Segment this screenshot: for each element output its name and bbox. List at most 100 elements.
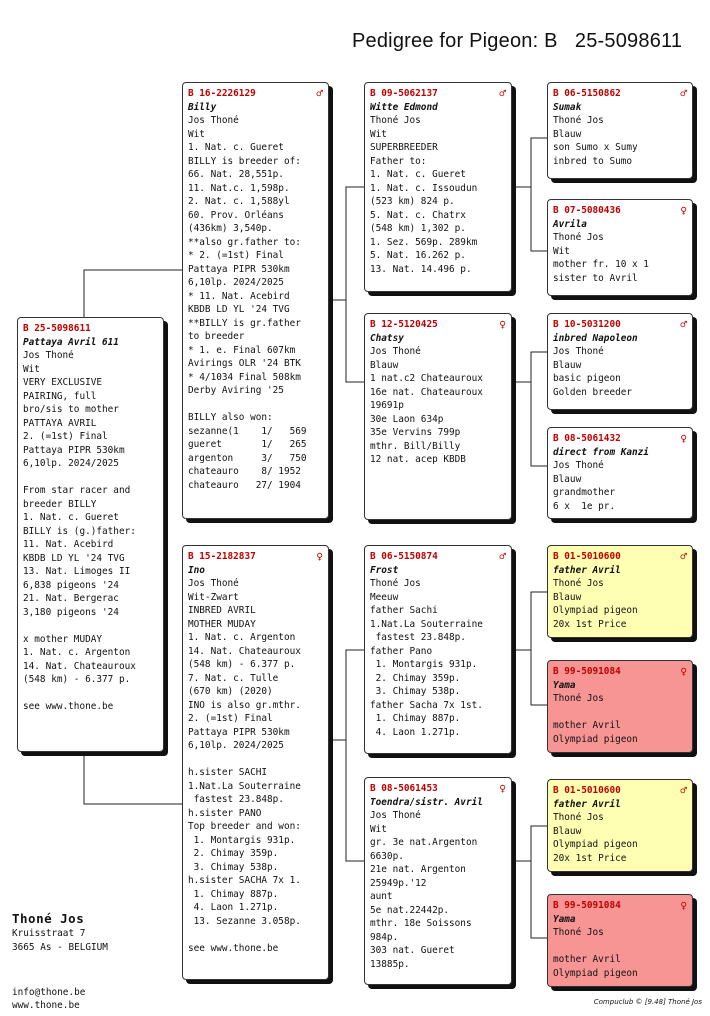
pigeon-detail-line: 2. Nat. c. 1,588yl [188,196,290,207]
pigeon-detail-line: MOTHER MUDAY [188,618,256,630]
pigeon-detail-line: h.sister SACHA 7x 1. [188,875,301,886]
pigeon-detail-line: 6,838 pigeons '24 [23,579,119,591]
pigeon-detail-line [23,687,158,701]
pigeon-detail-line: sister to Avril [553,272,638,284]
pigeon-detail-line [188,753,323,767]
pigeon-detail-line: Pattaya PIPR 530km [23,444,125,456]
pigeon-detail-line: 3. Chimay 538p. [188,861,279,873]
ring-number: B 25-5098611 [23,323,91,334]
pigeon-detail-line: Olympiad pigeon [553,967,638,979]
pigeon-detail-line: aunt [370,891,393,902]
pigeon-detail-line: Wit-Zwart [188,591,239,603]
pigeon-detail-line: mother Avril [553,720,621,731]
pigeon-detail-line: 1. Chimay 887p. [370,713,461,724]
pigeon-detail-line: Derby Aviring '25 [188,385,284,396]
ring-number: B 10-5031200 [553,319,621,330]
pigeon-name: father Avril [553,798,621,810]
pigeon-detail-line: 2. Chimay 359p. [188,848,279,859]
ring-row: B 01-5010600♂ [553,784,687,798]
ring-number: B 06-5150862 [553,88,621,99]
pigeon-detail-line: (548 km) - 6.377 p. [188,659,296,670]
ring-row: B 99-5091084♀ [553,899,687,913]
pigeon-detail-line: From star racer and [23,485,131,496]
pigeon-detail-line: 13. Nat. 14.496 p. [370,263,472,275]
pigeon-detail-line: BILLY is (g.)father: [23,525,136,537]
pigeon-detail-line: 303 nat. Gueret [370,945,455,956]
ring-number: B 08-5061453 [370,783,438,794]
pigeon-detail-line: 1. Sez. 569p. 289km [370,236,478,248]
pigeon-detail-line: 1. Nat. c. Gueret [188,142,284,153]
pigeon-detail-line: Blauw [553,359,582,371]
pigeon-detail-line: Pattaya PIPR 530km [188,726,290,738]
pigeon-detail-line: Wit [370,823,387,835]
pigeon-detail-line: father Sachi [370,605,438,616]
pigeon-name: Witte Edmond [370,101,438,113]
pigeon-detail-line: Jos Thoné [370,346,421,357]
pigeon-detail-line: 5. Nat. 16.262 p. [370,250,466,261]
owner-website[interactable]: www.thone.be [12,1000,80,1011]
pigeon-detail-line: Avirings OLR '24 BTK [188,358,301,369]
pigeon-name: father Avril [553,564,621,576]
pigeon-detail-line: Jos Thoné [188,115,239,126]
female-sex-icon: ♀ [499,782,506,795]
pigeon-detail-line: Thoné Jos [553,115,604,126]
male-sex-icon: ♂ [499,550,506,563]
subject-pigeon-card[interactable]: B 25-5098611 Pattaya Avril 611 Jos Thoné… [17,317,164,752]
pigeon-detail-line: Olympiad pigeon [553,839,638,850]
owner-street: Kruisstraat 7 [12,928,86,939]
pigeon-name: inbred Napoleon [553,332,638,344]
pigeon-detail-line: 1.Nat.La Souterraine [188,780,301,792]
pigeon-detail-line: INBRED AVRIL [188,605,256,616]
pigeon-name: Pattaya Avril 611 [23,336,119,348]
pigeon-detail-line: Blauw [553,473,582,485]
pigeon-detail-line: 1. Nat. c. Gueret [370,169,466,180]
pigeon-detail-line: 6630p. [370,850,404,862]
pigeon-detail-line: 11. Nat.c. 1,598p. [188,182,290,194]
pigeon-detail-line: 1. Chimay 887p. [188,888,279,900]
pigeon-detail-line: Blauw [553,128,582,140]
pigeon-detail-line: 2. Chimay 359p. [370,672,461,684]
pigeon-detail-line: 1.Nat.La Souterraine [370,618,483,630]
pigeon-detail-line: 35e Vervins 799p [370,427,461,438]
pigeon-detail-line: 7. Nat. c. Tulle [188,672,279,684]
pigeon-detail-line [23,619,158,633]
pigeon-detail-line: 25949p.'12 [370,877,427,889]
pigeon-detail-line: Jos Thoné [553,346,604,357]
fmm-card[interactable]: B 08-5061432♀ direct from Kanzi Jos Thon… [547,427,693,519]
subject-ring-row: B 25-5098611 [23,322,158,336]
pigeon-detail-line: BILLY is breeder of: [188,155,301,167]
female-sex-icon: ♀ [680,432,687,445]
pigeon-detail-line: Thoné Jos [553,232,604,243]
pigeon-detail-line: 5e nat.22442p. [370,904,450,916]
female-sex-icon: ♀ [680,899,687,912]
pigeon-detail-line: 2. (=1st) Final [23,431,108,442]
pigeon-detail-line: 5. Nat. c. Chatrx [370,209,466,221]
ring-number: B 99-5091084 [553,666,621,677]
ring-number: B 01-5010600 [553,551,621,562]
pigeon-detail-line: 2. (=1st) Final [188,713,273,724]
owner-email[interactable]: info@thone.be [12,987,86,998]
pigeon-detail-line: SUPERBREEDER [370,142,438,153]
ring-row: B 06-5150874♂ [370,550,506,564]
mother-mother-card[interactable]: B 08-5061453♀ Toendra/sistr. Avril Jos T… [364,777,512,985]
pigeon-detail-line: 30e Laon 634p [370,413,444,425]
pigeon-detail-line: h.sister PANO [188,807,262,819]
